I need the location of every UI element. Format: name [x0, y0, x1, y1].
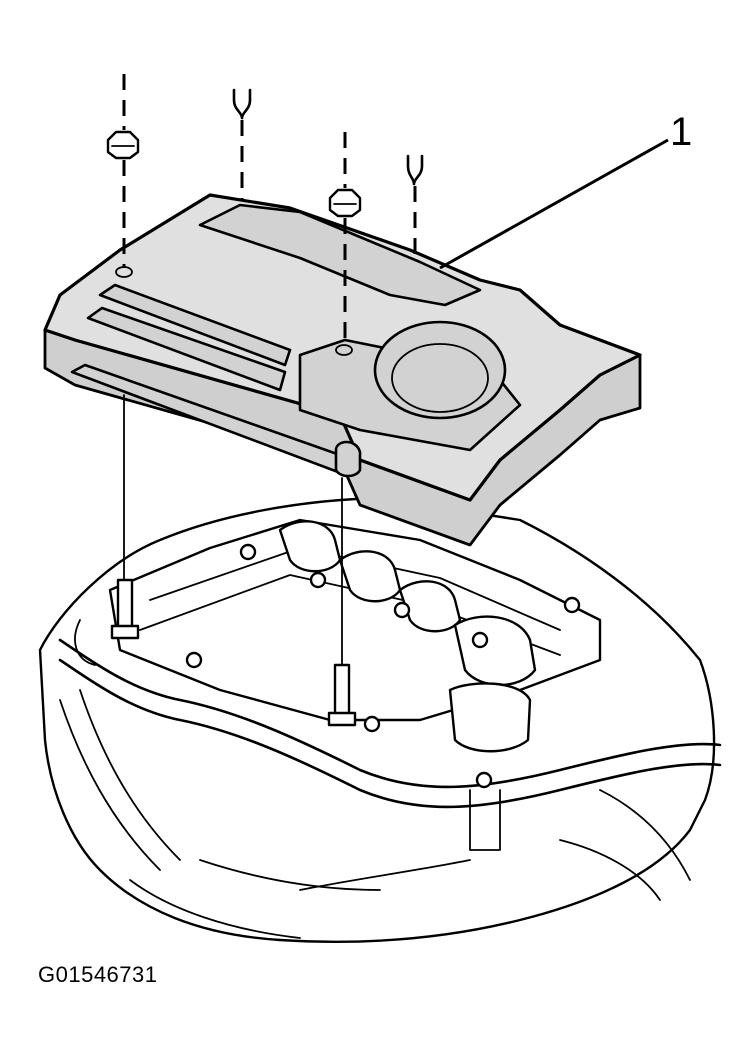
cover-nut-center [328, 188, 362, 218]
engine-assembly [38, 496, 722, 943]
cover-rib-1 [98, 283, 292, 367]
cover-raised-panel [198, 203, 482, 307]
cover-mount-hole-center [335, 344, 353, 356]
cover-nut-left [106, 130, 140, 160]
cover-grommet [334, 440, 362, 478]
figure-code: G01546731 [38, 962, 158, 987]
callout-leader [439, 138, 669, 270]
cover-clip-right [406, 154, 424, 186]
cover-rib-2 [86, 306, 287, 392]
cover-clip-left [232, 88, 252, 120]
engine-cover [43, 193, 642, 547]
wiring-harness [58, 638, 722, 789]
alignment-lines [122, 74, 417, 666]
callout-label: 1 [670, 110, 693, 154]
mounting-studs [110, 578, 357, 727]
engine-bolts [185, 543, 581, 789]
oil-filler-opening [373, 320, 507, 420]
